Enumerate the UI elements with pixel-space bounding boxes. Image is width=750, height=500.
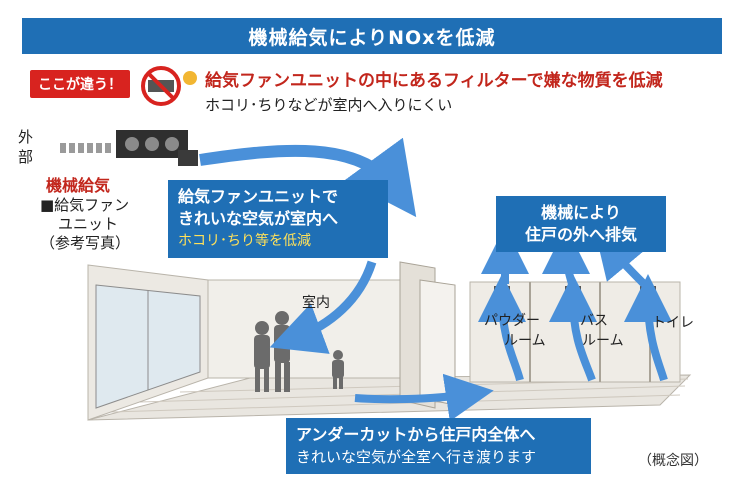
- mechanical-supply-label: 機械給気: [46, 176, 111, 195]
- reference-label-1: ■給気ファン: [40, 196, 130, 214]
- diagram-caption: （概念図）: [638, 453, 708, 469]
- no-pollution-icon: [141, 66, 181, 106]
- subheadline: ホコリ･ちりなどが室内へ入りにくい: [205, 96, 453, 114]
- fan-unit-icon: [116, 130, 198, 166]
- undercut-callout-line2: きれいな空気が全室へ行き渡ります: [296, 448, 537, 466]
- room-air-arrow: [269, 260, 377, 354]
- page-title: 機械給気によりNOxを低減: [22, 18, 722, 54]
- room-label-bath-b: ルーム: [582, 333, 624, 349]
- undercut-callout-line1: アンダーカットから住戸内全体へ: [296, 425, 536, 444]
- outside-label-2: 部: [18, 148, 34, 166]
- door: [419, 279, 456, 406]
- room-label-toilet: トイレ: [652, 315, 694, 331]
- supply-callout: 給気ファンユニットで きれいな空気が室内へ ホコリ･ちり等を低減: [168, 180, 388, 258]
- room-label-bath-a: バス: [580, 313, 608, 329]
- undercut-callout: アンダーカットから住戸内全体へ きれいな空気が全室へ行き渡ります: [286, 418, 591, 474]
- supply-arrow: [199, 137, 417, 218]
- reference-label-3: （参考写真）: [40, 234, 131, 252]
- outside-label-1: 外: [18, 128, 34, 146]
- exhaust-arrows: [478, 274, 673, 382]
- reference-label-2: ユニット: [58, 215, 119, 233]
- exhaust-callout: 機械により 住戸の外へ排気: [496, 196, 666, 252]
- headline: 給気ファンユニットの中にあるフィルターで嫌な物質を低減: [205, 71, 663, 91]
- exhaust-callout-line2: 住戸の外へ排気: [524, 225, 637, 244]
- supply-callout-line1: 給気ファンユニットで: [178, 187, 339, 206]
- supply-callout-line2: きれいな空気が室内へ: [178, 209, 339, 228]
- supply-callout-line3: ホコリ･ちり等を低減: [178, 233, 311, 249]
- room-label-powder-a: パウダー: [484, 313, 540, 329]
- exhaust-top-arrows: [481, 226, 647, 287]
- window: [95, 284, 201, 409]
- highlight-badge: ここが違う！: [30, 70, 130, 98]
- sun-icon: [183, 71, 197, 85]
- room-label-indoor: 室内: [302, 295, 330, 311]
- room-label-powder-b: ルーム: [504, 333, 546, 349]
- undercut-arrow: [354, 373, 494, 422]
- exhaust-callout-line1: 機械により: [541, 203, 621, 222]
